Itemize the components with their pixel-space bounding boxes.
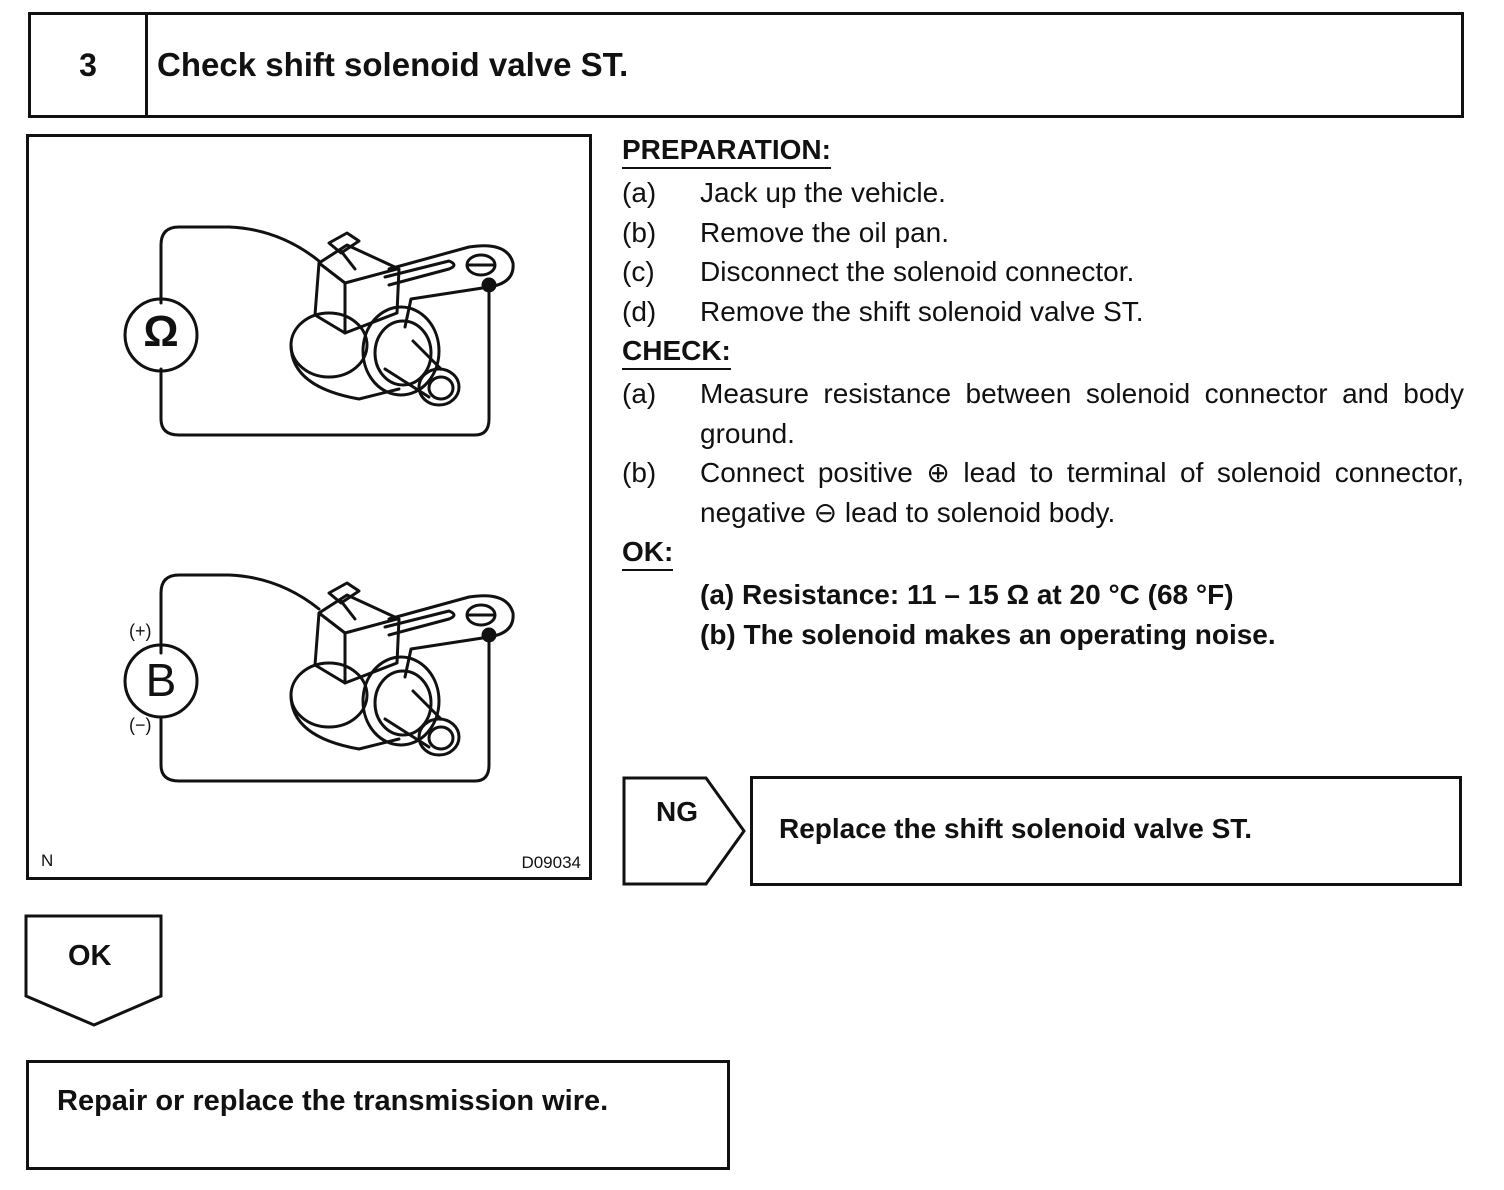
step-letter: (c) [622, 256, 655, 287]
step-text: Connect positive ⊕ lead to terminal of s… [700, 457, 1464, 528]
ok-label: OK [68, 940, 112, 972]
step-header: 3 Check shift solenoid valve ST. [28, 12, 1464, 118]
step-letter: (b) [622, 457, 657, 488]
step-letter: (d) [622, 295, 657, 327]
ok-spec-item: (a) Resistance: 11 – 15 Ω at 20 °C (68 °… [700, 579, 1234, 610]
ng-action-box: Replace the shift solenoid valve ST. [750, 776, 1462, 886]
ok-action-box: Repair or replace the transmission wire. [26, 1060, 730, 1170]
figure-code: D09034 [521, 853, 581, 872]
step-text: Measure resistance between solenoid conn… [700, 378, 1464, 449]
list-item: (a) Jack up the vehicle. [622, 173, 1464, 213]
step-text: Remove the shift solenoid valve ST. [700, 295, 1144, 327]
step-number: 3 [31, 15, 148, 115]
list-item: (d) Remove the shift solenoid valve ST. [622, 292, 1464, 332]
battery-positive-label: (+) [129, 621, 152, 641]
battery-symbol-ring [123, 643, 199, 719]
step-text: Jack up the vehicle. [700, 177, 946, 208]
step-letter: (a) [622, 378, 657, 409]
preparation-heading: PREPARATION: [622, 133, 831, 169]
battery-symbol: B [145, 654, 177, 706]
step-letter: (a) [622, 177, 657, 208]
ok-spec-heading: OK: [622, 535, 674, 571]
list-item: (b) Connect positive ⊕ lead to terminal … [622, 453, 1464, 532]
check-heading: CHECK: [622, 334, 731, 370]
step-text: Remove the oil pan. [700, 216, 950, 248]
step-title: Check shift solenoid valve ST. [157, 46, 629, 83]
ohmmeter-circuit [123, 225, 515, 437]
list-item: (c) Disconnect the solenoid connector. [622, 252, 1464, 292]
figure-corner-left: N [41, 851, 54, 870]
list-item: (a) Measure resistance between solenoid … [622, 374, 1464, 453]
solenoid-illustration: Ω B (+) (−) N D09034 [26, 134, 592, 880]
step-letter: (b) [622, 216, 657, 248]
step-text: Disconnect the solenoid connector. [700, 256, 1135, 287]
battery-negative-label: (−) [129, 715, 152, 735]
ng-arrow-tag [622, 776, 746, 886]
instructions: PREPARATION: (a) Jack up the vehicle. (b… [622, 130, 1464, 654]
ohmmeter-symbol-ring [123, 297, 199, 373]
ok-spec-item: (b) The solenoid makes an operating nois… [700, 618, 1276, 650]
ohmmeter-symbol: Ω [143, 307, 179, 356]
list-item: (b) Remove the oil pan. [622, 213, 1464, 253]
ok-action-text: Repair or replace the transmission wire. [57, 1085, 609, 1117]
ng-label: NG [656, 796, 698, 827]
ng-action-text: Replace the shift solenoid valve ST. [779, 813, 1253, 844]
ok-arrow-tag [24, 914, 163, 1027]
solenoid-test-diagram [123, 225, 515, 783]
battery-circuit [123, 573, 515, 783]
